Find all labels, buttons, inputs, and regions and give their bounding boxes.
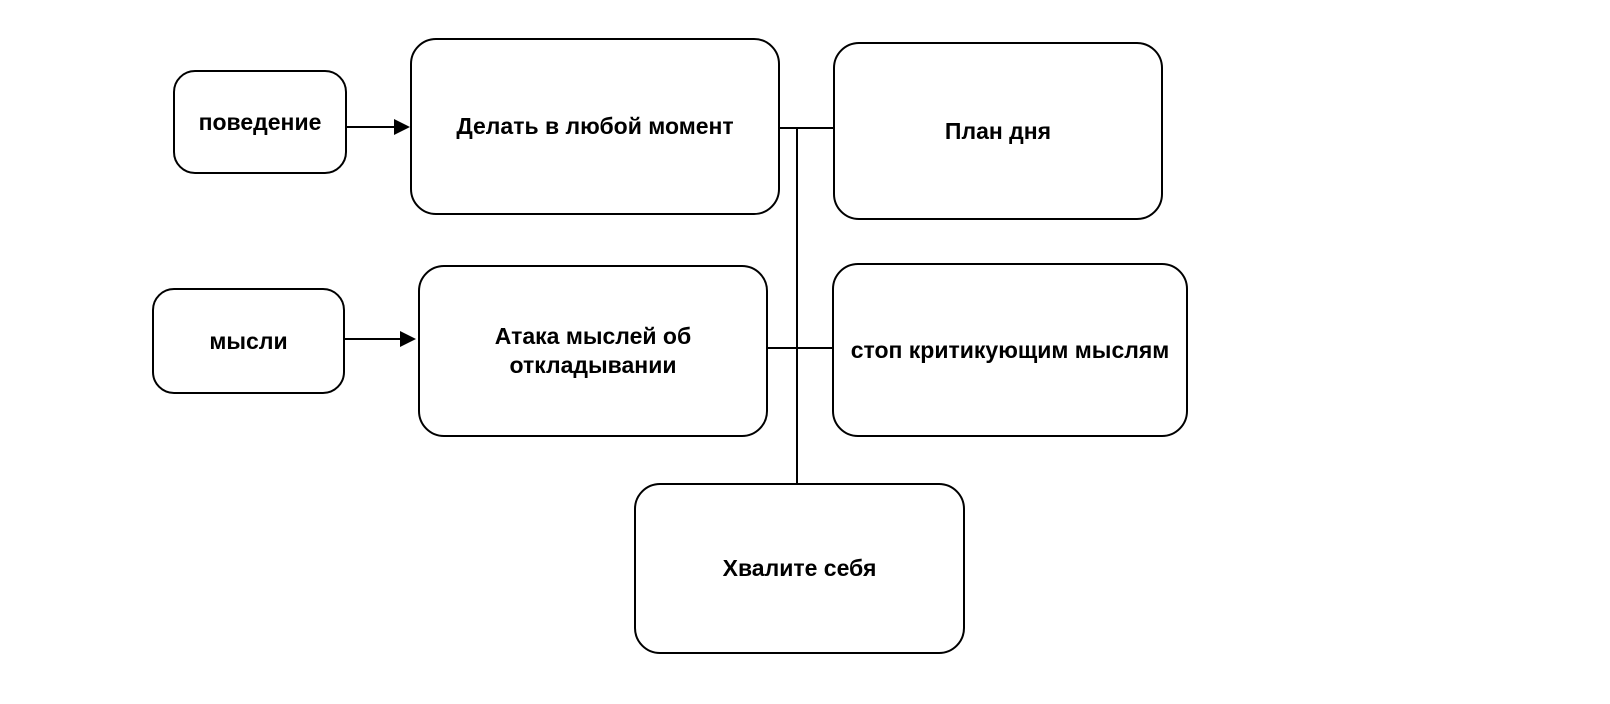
node-thought-attack[interactable]: Атака мыслей об откладывании	[418, 265, 768, 437]
node-praise-yourself[interactable]: Хвалите себя	[634, 483, 965, 654]
arrow-thoughts-to-attack-shaft	[344, 338, 400, 340]
arrow-thoughts-to-attack-head-icon	[400, 331, 416, 347]
connector-vertical-spine	[796, 128, 798, 484]
node-do-any-moment-label: Делать в любой момент	[456, 113, 734, 140]
node-day-plan-label: План дня	[944, 117, 1052, 144]
node-behavior-label: поведение	[198, 108, 322, 135]
node-behavior[interactable]: поведение	[173, 70, 347, 174]
arrow-behavior-to-do-head-icon	[394, 119, 410, 135]
node-thought-attack-label: Атака мыслей об откладывании	[494, 323, 692, 378]
node-stop-critical-label: стоп критикующим мыслям	[850, 336, 1170, 363]
node-day-plan[interactable]: План дня	[833, 42, 1163, 220]
node-praise-yourself-label: Хвалите себя	[722, 555, 877, 582]
connector-do-to-day-plan	[779, 127, 833, 129]
connector-attack-to-stop	[767, 347, 832, 349]
node-stop-critical[interactable]: стоп критикующим мыслям	[832, 263, 1188, 437]
node-thoughts[interactable]: мысли	[152, 288, 345, 394]
arrow-behavior-to-do-shaft	[347, 126, 394, 128]
node-do-any-moment[interactable]: Делать в любой момент	[410, 38, 780, 215]
node-thoughts-label: мысли	[209, 327, 288, 354]
